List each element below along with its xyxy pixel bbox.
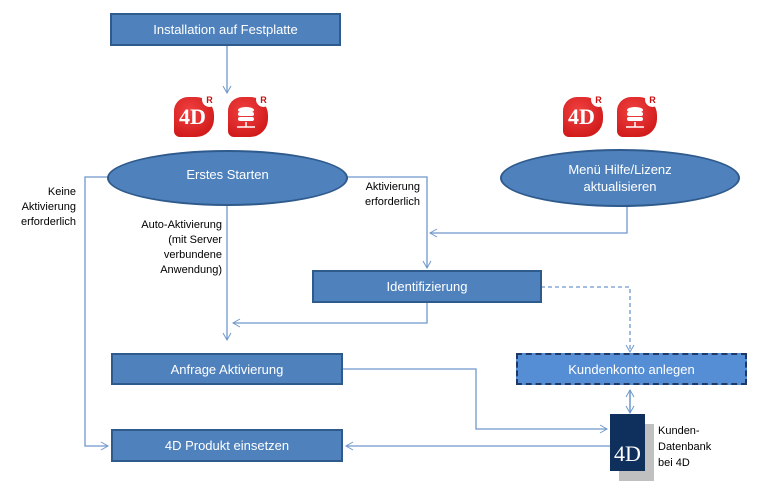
node-anfrage-aktivierung-label: Anfrage Aktivierung [170,361,284,377]
app-4d-server-icon: R [617,92,660,137]
connector-ident-to-anfrage [231,303,428,328]
connector-start-to-ident [345,176,432,270]
node-installation: Installation auf Festplatte [110,13,341,46]
connector-start-to-product [84,176,127,451]
node-kundenkonto-anlegen: Kundenkonto anlegen [516,353,747,385]
app-4d-icon: 4D R [174,92,217,137]
node-installation-label: Installation auf Festplatte [153,22,298,37]
node-anfrage-aktivierung: Anfrage Aktivierung [111,353,343,385]
label-auto-aktivierung: Auto-Aktivierung (mit Server verbundene … [141,219,222,276]
node-identifizierung: Identifizierung [312,270,542,303]
node-erstes-starten: Erstes Starten [107,150,348,206]
label-aktivierung-erforderlich: Aktivierung erforderlich [364,181,420,208]
label-keine-aktivierung: Keine Aktivierung erforderlich [20,186,76,228]
registered-badge-icon: R [645,92,660,107]
connector-ident-to-kundenkonto [541,286,635,354]
registered-badge-icon: R [256,92,271,107]
node-produkt-einsetzen: 4D Produkt einsetzen [111,429,343,462]
registered-badge-icon: R [591,92,606,107]
node-menu-hilfe: Menü Hilfe/Lizenz aktualisieren [500,149,740,207]
connector-menu-to-ident [428,205,628,238]
node-identifizierung-label: Identifizierung [386,279,468,294]
app-4d-icon: 4D R [563,92,606,137]
database-server-icon [626,107,644,128]
node-menu-hilfe-label: Menü Hilfe/Lizenz aktualisieren [568,162,672,194]
app-4d-server-icon: R [228,92,271,137]
label-kunden-datenbank: Kunden- Datenbank bei 4D [658,425,712,469]
database-server-icon [237,107,255,128]
node-kundenkonto-label: Kundenkonto anlegen [568,361,695,377]
node-erstes-starten-label: Erstes Starten [186,166,269,182]
4d-logo-icon: 4D [610,414,645,471]
node-produkt-einsetzen-label: 4D Produkt einsetzen [164,438,290,453]
connector-anfrage-to-db [343,368,609,434]
registered-badge-icon: R [202,92,217,107]
